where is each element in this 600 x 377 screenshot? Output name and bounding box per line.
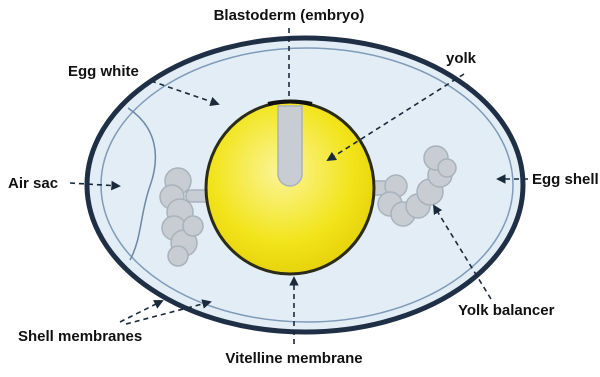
label-vitelline-membrane: Vitelline membrane	[225, 350, 362, 367]
leader-shell-membranes-a	[120, 301, 162, 322]
label-egg-white: Egg white	[68, 63, 139, 80]
label-shell-membranes: Shell membranes	[18, 328, 142, 345]
label-air-sac: Air sac	[8, 175, 58, 192]
label-yolk-balancer: Yolk balancer	[458, 302, 555, 319]
blastoderm-stalk	[278, 106, 302, 186]
label-blastoderm: Blastoderm (embryo)	[214, 7, 365, 24]
label-egg-shell: Egg shell	[532, 171, 599, 188]
label-yolk: yolk	[446, 50, 477, 67]
